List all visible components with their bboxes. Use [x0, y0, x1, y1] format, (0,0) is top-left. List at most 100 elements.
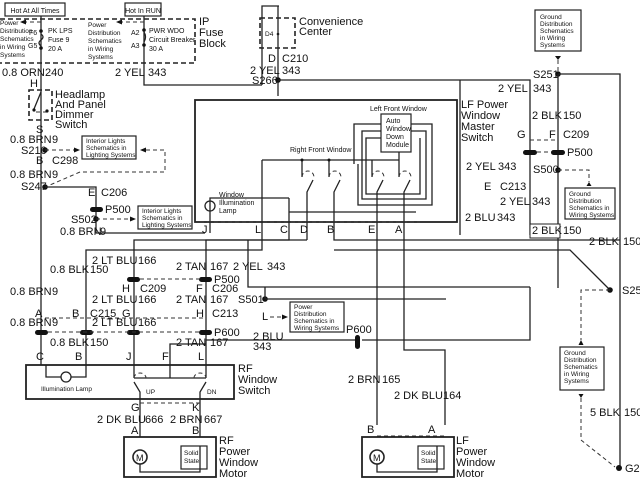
- s25x-label: S25: [622, 285, 640, 297]
- s247-label: S247: [21, 181, 47, 193]
- wire-2yel-ip: 2 YEL: [115, 67, 145, 79]
- wire-2yel-cc: 2 YEL: [250, 65, 280, 77]
- cb-line1: PWR WDO: [149, 28, 185, 35]
- wire-343-mid2: 343: [532, 196, 550, 208]
- wire-9-3: 9: [100, 226, 106, 238]
- wire-9-2: 9: [52, 169, 58, 181]
- pd3-line3: Schematics in: [294, 318, 335, 325]
- power-dist-1-line2: Distribution: [0, 28, 33, 35]
- s266-label: S266: [252, 75, 278, 87]
- wire-2dkblu-rf: 2 DK BLU: [97, 414, 146, 426]
- power-dist-2-line4: in Wiring: [88, 46, 114, 53]
- rf-pin-l: L: [198, 351, 204, 363]
- c209-label-left: C209: [140, 283, 166, 295]
- p500-connector-right: [551, 150, 565, 155]
- wire-08brn-4: 0.8 BRN: [10, 286, 52, 298]
- wire-08brn-3: 0.8 BRN: [60, 226, 102, 238]
- adm-line1: Auto: [386, 118, 401, 125]
- lf-master-line2: Window: [461, 110, 500, 122]
- rf-motor-pin-a: A: [131, 425, 139, 437]
- wire-343-mid: 343: [498, 161, 516, 173]
- wire-150-2: 150: [90, 337, 108, 349]
- headlamp-switch: [28, 89, 53, 121]
- lf-solid-state-line2: State: [421, 458, 437, 465]
- rf-pin-j: J: [126, 351, 132, 363]
- lf-motor-line2: Power: [456, 446, 488, 458]
- c298-label: C298: [52, 155, 78, 167]
- rf-motor-m: M: [136, 453, 144, 463]
- c209r-pin-f: F: [549, 129, 556, 141]
- sw-pin-l: L: [255, 224, 261, 236]
- gd-top-line2: Distribution: [540, 21, 573, 28]
- c209r-pin-g: G: [517, 129, 526, 141]
- ip-fuse-block-line2: Fuse: [199, 27, 223, 39]
- wire-343-ip: 343: [148, 67, 166, 79]
- wire-2blk-mid: 2 BLK: [532, 225, 563, 237]
- hot-in-run-label: Hot In RUN: [125, 8, 161, 15]
- wire-2blk-far: 2 BLK: [589, 236, 620, 248]
- headlamp-line3: Dimmer: [55, 109, 94, 121]
- lf-motor-pin-b: B: [367, 424, 374, 436]
- lf-master-line1: LF Power: [461, 99, 508, 111]
- power-dist-2-line1: Power: [88, 22, 107, 29]
- wire-2yel-mid: 2 YEL: [466, 161, 496, 173]
- wire-08brn-2: 0.8 BRN: [10, 169, 52, 181]
- sw-pin-e: E: [368, 224, 375, 236]
- gdm-line1: Ground: [569, 191, 591, 198]
- s-pin: S: [36, 124, 43, 136]
- wire-150-far: 150: [623, 236, 640, 248]
- c213-label-mid: C213: [212, 308, 238, 320]
- adm-line4: Module: [386, 142, 409, 149]
- gdb-line1: Ground: [564, 350, 586, 357]
- wire-5blk: 5 BLK: [590, 407, 621, 419]
- rf-motor-line1: RF: [219, 435, 234, 447]
- g20x-ground: [616, 465, 622, 471]
- adm-line2: Window: [386, 126, 412, 133]
- rf-pin-f: F: [162, 351, 169, 363]
- rf-switch-line1: RF: [238, 363, 253, 375]
- power-dist-2-line5: Systems: [88, 54, 114, 61]
- ip-fuse-block-line1: IP: [199, 16, 209, 28]
- wire-2ltblu-3: 2 LT BLU: [92, 317, 138, 329]
- gdm-line2: Distribution: [569, 198, 602, 205]
- gdb-line5: Systems: [564, 378, 590, 385]
- p600-connector-mid: [199, 330, 212, 335]
- cb-pin-a2: A2: [131, 30, 140, 37]
- il2-line1: Interior Lights: [142, 208, 182, 215]
- wire-343-low: 343: [253, 341, 271, 353]
- wire-08brn-1: 0.8 BRN: [10, 134, 52, 146]
- wire-2blk-right: 2 BLK: [532, 110, 563, 122]
- s500-label: S500: [533, 164, 559, 176]
- pd3-line2: Distribution: [294, 311, 327, 318]
- right-front-window-label: Right Front Window: [290, 147, 352, 154]
- gd-top-line5: Systems: [540, 42, 566, 49]
- wire-165: 165: [382, 374, 400, 386]
- pd3-line4: Wiring Systems: [294, 325, 340, 332]
- wire-2dkblu-lf: 2 DK BLU: [394, 390, 443, 402]
- wire-08blk-1: 0.8 BLK: [50, 264, 90, 276]
- lf-motor-line3: Window: [456, 457, 495, 469]
- s251-label: S251: [533, 69, 559, 81]
- wire-08brn-5: 0.8 BRN: [10, 317, 52, 329]
- c209-label-right: C209: [563, 129, 589, 141]
- convenience-center-line1: Convenience: [299, 16, 363, 28]
- wire-2yel-s501: 2 YEL: [233, 261, 263, 273]
- power-dist-1-line4: in Wiring: [0, 44, 26, 51]
- interior-lights-box-1: [81, 135, 137, 160]
- lf-motor-line4: Motor: [456, 468, 484, 480]
- cb-line2: Circuit Breaker: [149, 37, 196, 44]
- c206-pin-e: E: [88, 187, 95, 199]
- sw-pin-b: B: [327, 224, 334, 236]
- ground-dist-bottom-box: [559, 346, 605, 391]
- lf-motor-line1: LF: [456, 435, 469, 447]
- auto-down-module: [380, 113, 412, 153]
- convenience-center-line2: Center: [299, 26, 332, 38]
- wire-167-3: 167: [210, 337, 228, 349]
- c210-pin: D: [268, 53, 276, 65]
- c206-label-mid: C206: [212, 283, 238, 295]
- c213-label-right: C213: [500, 181, 526, 193]
- fuse9-line3: 20 A: [48, 46, 62, 53]
- cb-line3: 30 A: [149, 46, 163, 53]
- wire-150-right: 150: [563, 110, 581, 122]
- c298-pin: B: [36, 155, 43, 167]
